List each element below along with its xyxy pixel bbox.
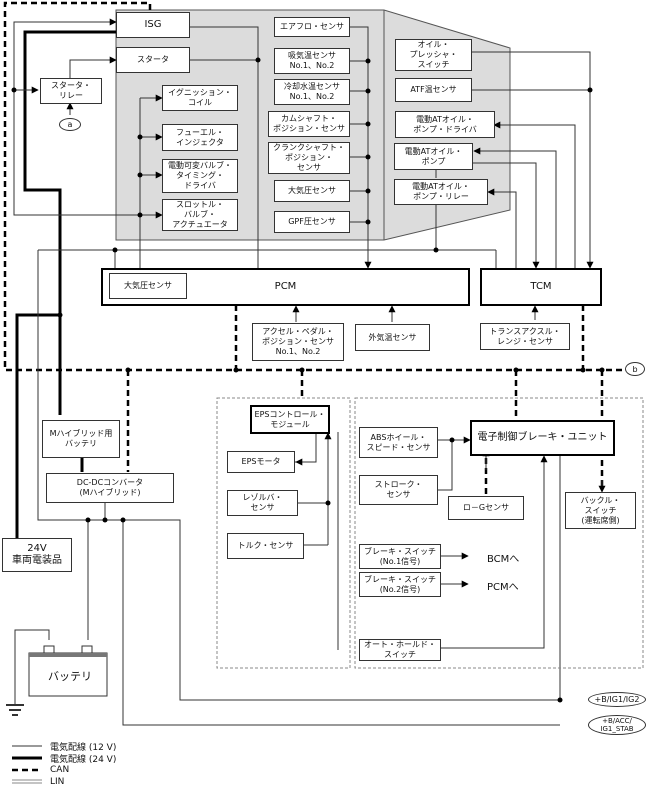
eps-module-box: EPSコントロール・ モジュール	[250, 405, 330, 434]
range-sensor-box: トランスアクスル・ レンジ・センサ	[480, 323, 570, 350]
accel-pedal-sensor-box: アクセル・ペダル・ ポジション・センサ No.1、No.2	[252, 323, 344, 361]
pump-box: 電動ATオイル・ ポンプ	[394, 143, 473, 170]
starter-box: スタータ	[116, 47, 190, 73]
legend-lin: LIN	[50, 777, 65, 787]
battery-label: バッテリ	[48, 670, 92, 683]
intake-temp-sensor-box: 吸気温センサ No.1、No.2	[274, 48, 350, 74]
pcm-baro-sensor-box: 大気圧センサ	[109, 273, 187, 299]
can-bus-lines	[3, 1, 625, 497]
to-pcm-label: PCMへ	[487, 582, 519, 593]
coolant-temp-sensor-box: 冷却水温センサ No.1、No.2	[274, 79, 350, 105]
atf-temp-sensor-box: ATF温センサ	[395, 78, 472, 102]
ignition-coil-box: イグニッション・ コイル	[162, 85, 238, 111]
connector-b-ig1-ig2: +B/IG1/IG2	[588, 692, 646, 707]
stroke-sensor-box: ストローク・ センサ	[359, 475, 438, 505]
connector-b-acc-ig1-stab: +B/ACC/ IG1_STAB	[588, 715, 646, 735]
gpf-sensor-box: GPF圧センサ	[274, 211, 350, 233]
connector-b: b	[625, 362, 645, 376]
crankshaft-sensor-box: クランクシャフト・ ポジション・ センサ	[268, 142, 350, 174]
brake-switch-2-box: ブレーキ・スイッチ (No.2信号)	[359, 572, 441, 597]
eps-group-frame	[216, 397, 351, 669]
12v-wiring	[6, 21, 591, 726]
baro-sensor-box: 大気圧センサ	[274, 180, 350, 202]
camshaft-sensor-box: カムシャフト・ ポジション・センサ	[268, 111, 350, 137]
abs-sensor-box: ABSホイール・ スピード・センサ	[359, 427, 438, 458]
eps-motor-box: EPSモータ	[227, 451, 295, 473]
tcm-box: TCM	[480, 268, 602, 306]
legend-12v: 電気配線 (12 V)	[50, 742, 117, 753]
to-bcm-label: BCMへ	[487, 554, 520, 565]
low-g-sensor-box: ロ－Gセンサ	[448, 496, 524, 520]
throttle-actuator-box: スロットル・ バルブ・ アクチュエータ	[162, 199, 238, 231]
dcdc-converter-box: DC-DCコンバータ (Mハイブリッド)	[46, 473, 174, 503]
isg-box: ISG	[116, 12, 190, 38]
pcm-label: PCM	[274, 281, 297, 292]
24v-wiring	[15, 30, 116, 538]
auto-hold-switch-box: オート・ホールド・ スイッチ	[359, 639, 441, 661]
brake-unit-box: 電子制御ブレーキ・ユニット	[470, 420, 615, 456]
ambient-temp-sensor-box: 外気温センサ	[355, 324, 430, 351]
pump-relay-box: 電動ATオイル・ ポンプ・リレー	[394, 179, 488, 205]
brake-switch-1-box: ブレーキ・スイッチ (No.1信号)	[359, 544, 441, 569]
resolver-sensor-box: レゾルバ・ センサ	[227, 490, 298, 516]
connector-a: a	[59, 118, 81, 131]
battery-terminal-neg	[43, 645, 55, 654]
airflow-sensor-box: エアフロ・センサ	[274, 17, 350, 37]
vvt-driver-box: 電動可変バルブ・ タイミング・ ドライバ	[162, 159, 238, 193]
brake-group-frame	[354, 397, 644, 669]
oil-pressure-switch-box: オイル・ プレッシャ・ スイッチ	[395, 39, 472, 71]
starter-relay-box: スタータ・ リレー	[40, 78, 102, 104]
buckle-switch-box: バックル・ スイッチ (運転席側)	[565, 492, 636, 529]
pump-driver-box: 電動ATオイル・ ポンプ・ドライバ	[395, 111, 495, 138]
24v-equipment-box: 24V 車両電装品	[2, 538, 72, 572]
battery-terminal-pos	[81, 645, 93, 654]
junction-dots	[11, 57, 605, 703]
legend-24v: 電気配線 (24 V)	[50, 754, 117, 765]
battery-body	[28, 652, 108, 697]
legend-can: CAN	[50, 765, 70, 775]
fuel-injector-box: フューエル・ インジェクタ	[162, 124, 238, 151]
mhybrid-battery-box: Mハイブリッド用 バッテリ	[42, 420, 120, 458]
torque-sensor-box: トルク・センサ	[227, 533, 304, 559]
